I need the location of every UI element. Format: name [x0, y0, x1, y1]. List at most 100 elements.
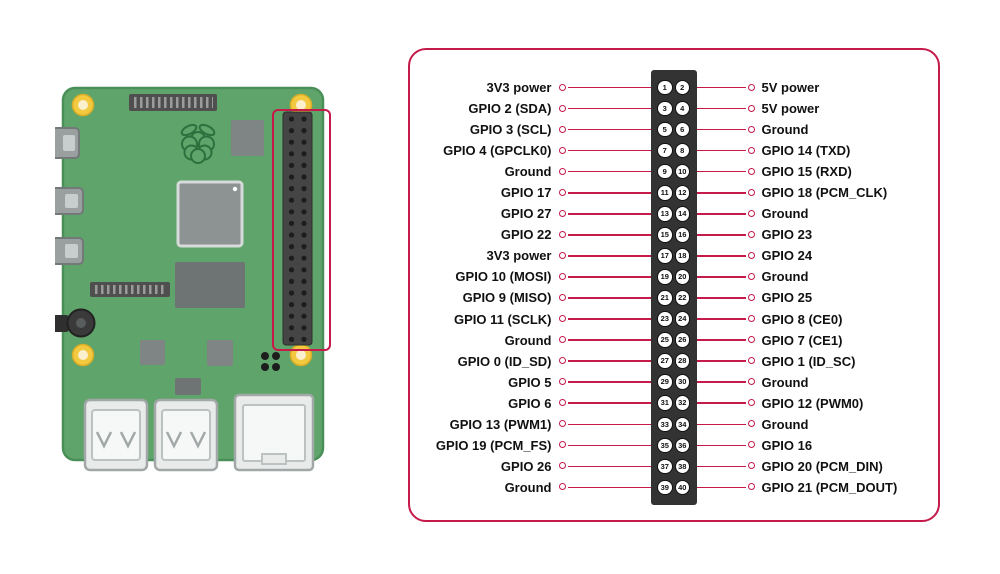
connector-left	[558, 393, 651, 414]
pin-label-right: GPIO 16	[761, 437, 813, 453]
connector-left	[558, 330, 651, 351]
pin-label-left: GPIO 3 (SCL)	[469, 122, 552, 138]
pin-label-left: Ground	[504, 164, 552, 180]
camera-connector	[90, 282, 170, 297]
pin-number-right: 28	[674, 353, 690, 369]
pin-label-right: Ground	[761, 416, 809, 432]
connector-left	[558, 224, 651, 245]
pin-label-right: Ground	[761, 122, 809, 138]
pin-number-left: 39	[657, 479, 673, 496]
pin-label-left: GPIO 6	[508, 395, 552, 411]
pin-pair: 17 18	[651, 248, 697, 264]
pin-label-left: GPIO 0 (ID_SD)	[457, 353, 552, 369]
pin-pair: 39 40	[651, 479, 697, 496]
connector-left	[558, 182, 651, 203]
pin-number-left: 29	[657, 374, 673, 390]
pin-number-left: 27	[657, 353, 673, 369]
pin-label-left: GPIO 4 (GPCLK0)	[443, 143, 552, 159]
pin-label-right: Ground	[761, 269, 809, 285]
pin-number-right: 8	[674, 142, 690, 159]
pin-number-left: 11	[657, 185, 673, 201]
chip	[175, 378, 201, 395]
connector-right	[696, 245, 755, 266]
pin-number-right: 12	[674, 185, 690, 201]
chip	[231, 120, 264, 156]
connector-right	[696, 414, 755, 435]
pin-label-left: GPIO 19 (PCM_FS)	[435, 437, 552, 453]
pin-number-left: 1	[657, 79, 673, 96]
connector-left	[558, 161, 651, 182]
pin-pair: 3 4	[651, 100, 697, 117]
pin-row: GPIO 22 15 16 GPIO 23	[430, 224, 918, 245]
pin-label-left: GPIO 11 (SCLK)	[453, 311, 552, 327]
pin-row: GPIO 19 (PCM_FS) 35 36 GPIO 16	[430, 435, 918, 456]
audio-jack	[55, 308, 96, 338]
pin-row: GPIO 26 37 38 GPIO 20 (PCM_DIN)	[430, 456, 918, 477]
pin-label-left: GPIO 5	[508, 374, 552, 390]
pin-number-right: 16	[674, 227, 690, 243]
pin-pair: 25 26	[651, 332, 697, 348]
connector-right	[696, 203, 755, 224]
pin-number-left: 3	[657, 100, 673, 117]
pin-pair: 21 22	[651, 290, 697, 306]
pin-label-left: 3V3 power	[486, 248, 552, 264]
pin-label-right: GPIO 25	[761, 290, 813, 306]
pin-number-left: 33	[657, 416, 673, 433]
pin-number-left: 5	[657, 121, 673, 138]
connector-left	[558, 140, 651, 161]
pin-number-right: 2	[674, 79, 690, 96]
connector-left	[558, 372, 651, 393]
pin-label-right: 5V power	[761, 101, 820, 117]
pin-row: GPIO 9 (MISO) 21 22 GPIO 25	[430, 287, 918, 308]
gpio-header-strip	[650, 70, 697, 505]
pin-pair: 29 30	[651, 374, 697, 390]
power-port	[55, 127, 80, 159]
connector-left	[558, 119, 651, 140]
pin-number-left: 7	[657, 142, 673, 159]
pin-number-left: 31	[657, 395, 673, 411]
pin-label-right: Ground	[761, 206, 809, 222]
pin-label-left: GPIO 2 (SDA)	[468, 101, 552, 117]
pin-number-right: 36	[674, 437, 690, 454]
pin-label-left: Ground	[504, 332, 552, 348]
pinout-panel: 3V3 power 1 2 5V power GPIO 2 (SDA) 3 4 …	[408, 48, 940, 522]
pin-row: Ground 25 26 GPIO 7 (CE1)	[430, 330, 918, 351]
pin-label-right: GPIO 12 (PWM0)	[761, 395, 864, 411]
pin-pair: 11 12	[651, 185, 697, 201]
connector-left	[558, 435, 651, 456]
connector-left	[558, 351, 651, 372]
pin-number-left: 35	[657, 437, 673, 454]
pin-number-right: 10	[674, 163, 690, 180]
pin-number-right: 4	[674, 100, 690, 117]
pin-label-left: GPIO 26	[500, 458, 552, 474]
pin-number-right: 18	[674, 248, 690, 264]
pin-label-right: GPIO 1 (ID_SC)	[761, 353, 856, 369]
connector-left	[558, 77, 651, 98]
pin-number-left: 23	[657, 311, 673, 327]
gpio-header-pins	[288, 116, 307, 342]
pin-row: GPIO 3 (SCL) 5 6 Ground	[430, 119, 918, 140]
pin-label-right: GPIO 15 (RXD)	[761, 164, 852, 180]
connector-right	[696, 435, 755, 456]
pin-pair: 1 2	[651, 79, 697, 96]
pin-label-right: GPIO 14 (TXD)	[761, 143, 851, 159]
usb-port-1	[153, 398, 219, 472]
connector-left	[558, 309, 651, 330]
soc-chip	[176, 180, 244, 248]
chip	[207, 340, 233, 366]
connector-left	[558, 266, 651, 287]
poe-header	[261, 352, 280, 371]
pin-row: GPIO 6 31 32 GPIO 12 (PWM0)	[430, 393, 918, 414]
connector-left	[558, 287, 651, 308]
pin-number-right: 20	[674, 269, 690, 285]
pin-pair: 13 14	[651, 206, 697, 222]
pin-number-right: 26	[674, 332, 690, 348]
connector-left	[558, 245, 651, 266]
pin-number-left: 37	[657, 458, 673, 475]
pin-number-right: 6	[674, 121, 690, 138]
connector-right	[696, 477, 755, 498]
pin-number-left: 13	[657, 206, 673, 222]
pin-label-left: GPIO 27	[500, 206, 552, 222]
raspberry-logo-icon	[180, 123, 216, 164]
pin-pair: 37 38	[651, 458, 697, 475]
